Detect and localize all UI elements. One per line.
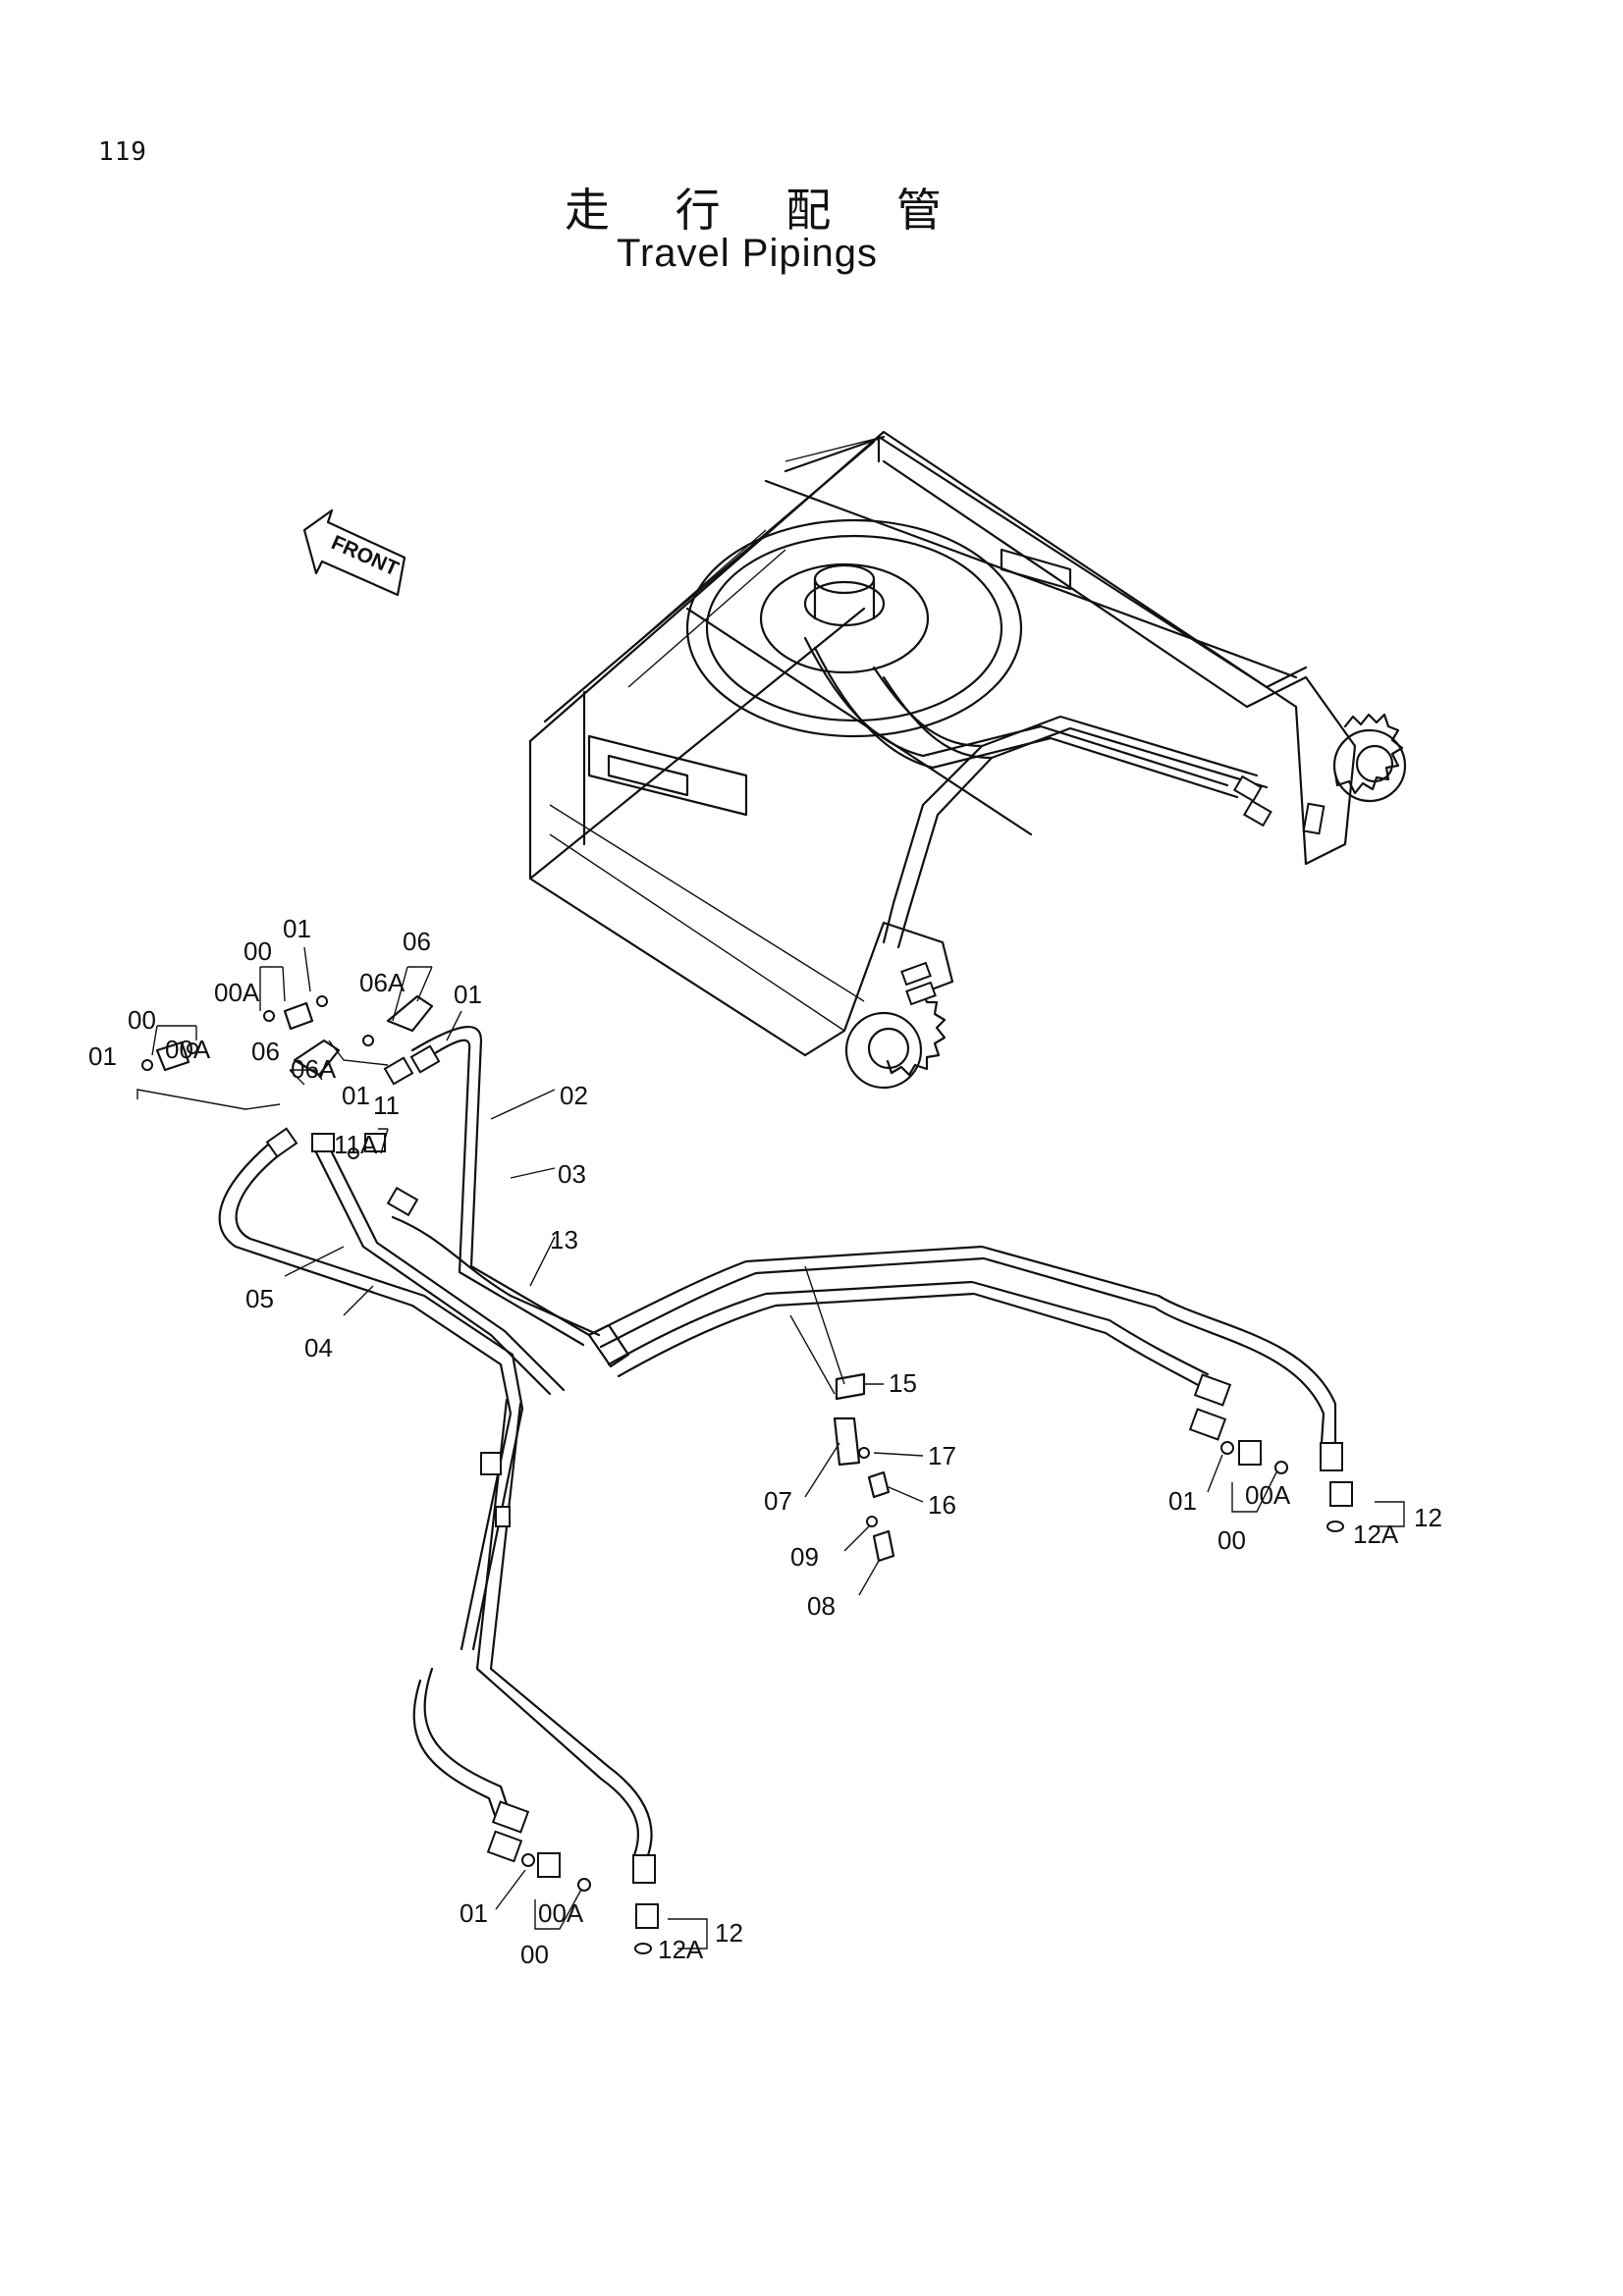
sprocket-right-hub-icon — [1332, 728, 1407, 803]
callout-00A-c: 00A — [1245, 1480, 1291, 1510]
callout-06A-b: 06A — [291, 1054, 337, 1084]
callout-02: 02 — [560, 1081, 588, 1110]
callout-06-b: 06 — [251, 1037, 280, 1066]
callout-04: 04 — [304, 1333, 333, 1362]
sprocket-left-hub-icon — [844, 1011, 923, 1090]
callout-01-c: 01 — [88, 1041, 117, 1071]
leader-lines — [151, 946, 1405, 1949]
callout-11A: 11A — [334, 1130, 378, 1159]
callout-07: 07 — [764, 1486, 792, 1516]
callout-01-e: 01 — [1168, 1486, 1197, 1516]
callout-12-a: 12 — [1414, 1503, 1442, 1532]
callout-08: 08 — [807, 1591, 836, 1621]
title-japanese: 走 行 配 管 — [565, 184, 967, 237]
undercarriage-frame — [528, 430, 1407, 1090]
callout-00-c: 00 — [1217, 1525, 1246, 1555]
callout-01-a: 01 — [283, 914, 311, 943]
callout-06-a: 06 — [403, 927, 431, 956]
callout-11: 11 — [373, 1091, 400, 1120]
callout-00A-a: 00A — [214, 978, 260, 1007]
callout-17: 17 — [928, 1441, 956, 1470]
center-swing-joint — [685, 518, 1023, 738]
callout-01-d: 01 — [342, 1081, 370, 1110]
upper-pipe-run — [803, 636, 1325, 1006]
callout-13: 13 — [550, 1225, 578, 1255]
front-arrow-marker: FRONT — [302, 508, 406, 597]
callout-00-a: 00 — [243, 936, 272, 966]
page-number: 119 — [98, 137, 147, 167]
callout-12A-a: 12A — [1353, 1520, 1399, 1549]
callout-16: 16 — [928, 1490, 956, 1520]
title-english: Travel Pipings — [617, 232, 878, 275]
callout-12A-b: 12A — [658, 1935, 704, 1964]
callout-09: 09 — [790, 1542, 819, 1572]
callout-06A-a: 06A — [359, 968, 406, 997]
callout-00-d: 00 — [520, 1940, 549, 1969]
callout-15: 15 — [889, 1368, 917, 1398]
callout-00A-d: 00A — [538, 1898, 584, 1928]
callout-01-b: 01 — [454, 980, 482, 1009]
part-callouts: 01 00 00A 06 06A 01 00 00A 01 06 06A 01 … — [88, 914, 1442, 1969]
callout-00-b: 00 — [128, 1005, 156, 1035]
callout-05: 05 — [245, 1284, 274, 1313]
callout-01-f: 01 — [460, 1898, 488, 1928]
callout-03: 03 — [558, 1159, 586, 1189]
callout-12-b: 12 — [715, 1918, 743, 1948]
lower-pipe-assembly — [136, 994, 1353, 1954]
callout-00A-b: 00A — [165, 1035, 211, 1064]
